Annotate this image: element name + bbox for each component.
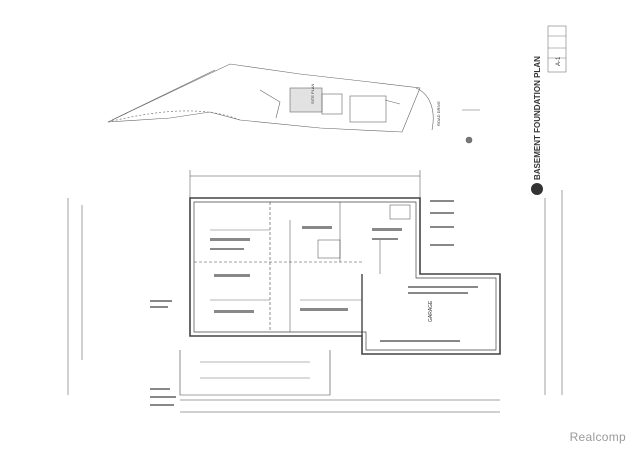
site-plan-label: SITE PLAN bbox=[310, 83, 315, 104]
garage-label: GARAGE bbox=[428, 300, 434, 322]
watermark: Realcomp bbox=[569, 430, 626, 444]
sheet-number: A-1 bbox=[556, 56, 562, 66]
sheet-title: BASEMENT FOUNDATION PLAN bbox=[533, 56, 542, 180]
foundation-plan bbox=[67, 170, 563, 413]
north-arrow-icon bbox=[531, 183, 543, 195]
sheet-title-group: BASEMENT FOUNDATION PLAN bbox=[531, 56, 543, 195]
street-label: ROAD DRIVE bbox=[436, 101, 441, 126]
plan-annotations bbox=[150, 200, 478, 406]
title-block: A-1 bbox=[547, 25, 567, 73]
site-plan bbox=[107, 63, 480, 144]
